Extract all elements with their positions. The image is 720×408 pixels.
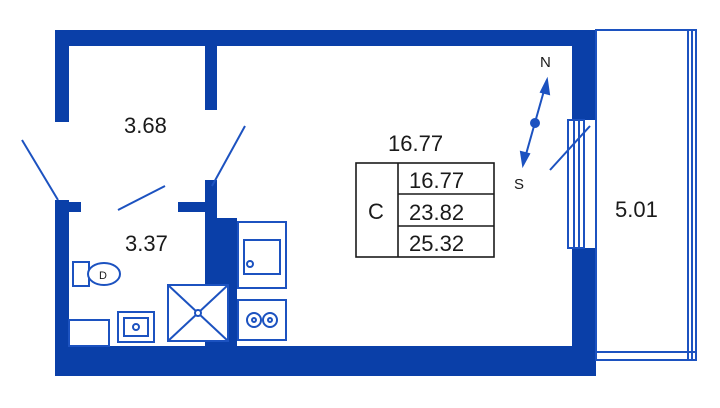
balcony (595, 29, 697, 361)
stove-icon (237, 299, 287, 341)
sink-icon (117, 311, 155, 343)
kitchen-sink-icon (237, 221, 287, 289)
wall-left-upper (55, 30, 69, 122)
balcony-door-leaf (549, 125, 591, 171)
balcony-outline (595, 29, 697, 361)
entry-door-left-leaf (21, 139, 59, 201)
wall-bath-top-left (69, 202, 81, 212)
main-room-area: 16.77 (388, 131, 443, 156)
area-summary-table (355, 162, 495, 258)
compass-south: S (514, 176, 524, 193)
wall-bath-top-right (178, 202, 212, 212)
summary-code: C (368, 199, 384, 224)
wall-right-upper (572, 30, 596, 120)
summary-living: 16.77 (409, 168, 464, 193)
wall-bottom (55, 346, 596, 376)
wall-top (55, 30, 596, 46)
svg-text:D: D (99, 270, 107, 282)
window-frame (567, 119, 585, 249)
compass-north: N (540, 54, 551, 71)
balcony-area: 5.01 (615, 197, 658, 222)
shower-tray-icon (167, 284, 229, 342)
hall-area: 3.68 (124, 113, 167, 138)
toilet-icon: D (72, 261, 121, 287)
bath-area: 3.37 (125, 231, 168, 256)
doors (21, 125, 246, 211)
summary-total-with-balcony: 25.32 (409, 231, 464, 256)
wall-right-lower (572, 248, 596, 376)
wall-left-lower (55, 200, 69, 376)
bath-door-leaf (117, 185, 166, 211)
compass-icon (519, 76, 551, 169)
window (549, 119, 591, 249)
wall-partition-hall (205, 46, 217, 110)
entry-door-right-leaf (211, 125, 246, 187)
notch (68, 319, 110, 347)
summary-total: 23.82 (409, 200, 464, 225)
